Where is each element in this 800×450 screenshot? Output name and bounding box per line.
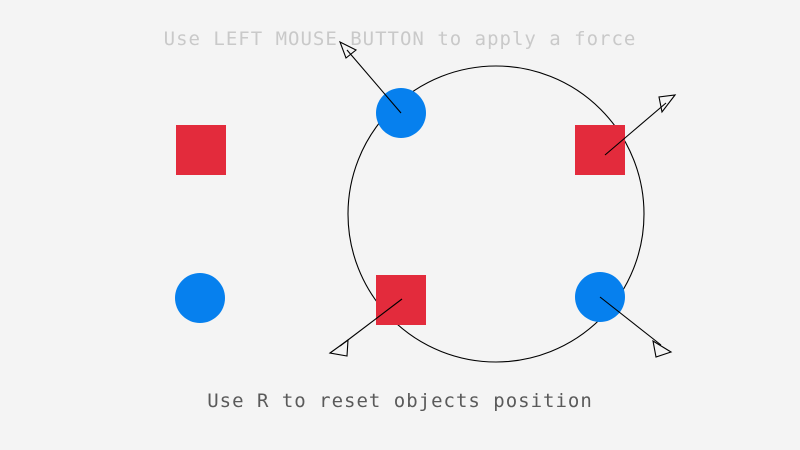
hint-text-reset-objects: Use R to reset objects position bbox=[207, 390, 593, 412]
red-square-left[interactable] bbox=[176, 125, 226, 175]
force-arrow-down-left bbox=[328, 298, 403, 357]
force-arrow-up-left bbox=[338, 40, 402, 114]
force-arrow-up-right bbox=[604, 94, 677, 156]
blue-circle-left[interactable] bbox=[175, 273, 225, 323]
force-arrow-down-right bbox=[599, 296, 673, 358]
hint-text-apply-force: Use LEFT MOUSE BUTTON to apply a force bbox=[163, 28, 637, 50]
red-square-top-right[interactable] bbox=[575, 125, 625, 175]
constraint-circle bbox=[347, 65, 645, 363]
